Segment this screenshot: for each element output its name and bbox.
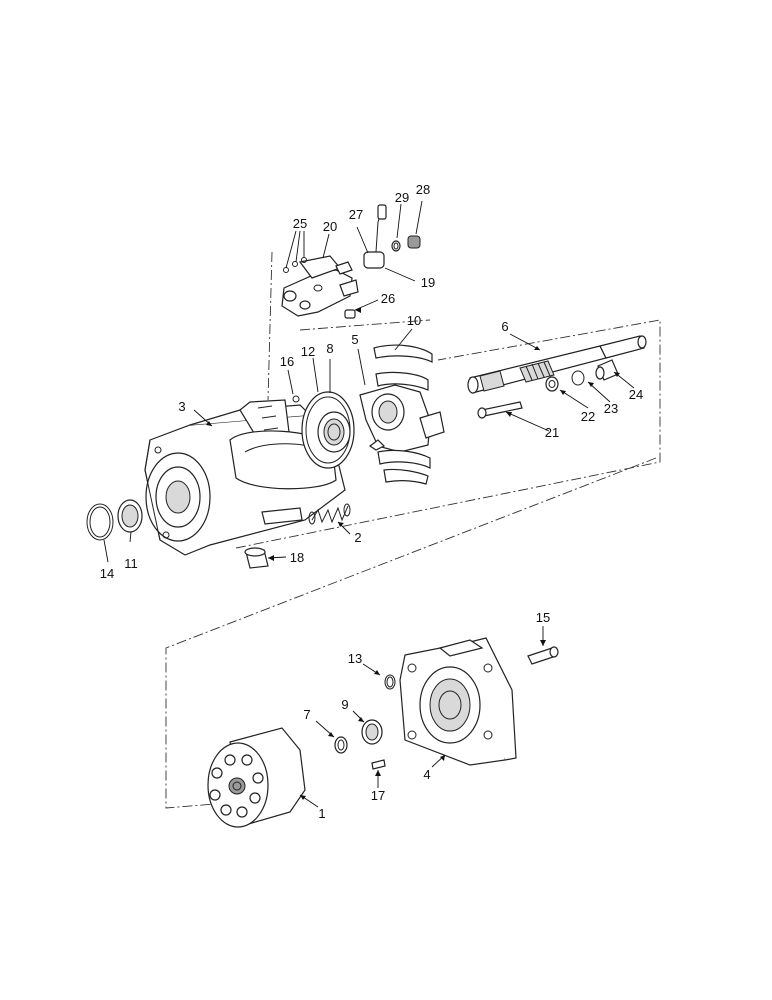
callout-6: 6 — [501, 319, 508, 334]
callout-26: 26 — [381, 291, 395, 306]
callout-20: 20 — [323, 219, 337, 234]
callout-27: 27 — [349, 207, 363, 222]
cradle-bearings — [373, 344, 433, 485]
callout-1: 1 — [318, 806, 325, 821]
callout-labels: 1 2 3 4 5 6 7 8 9 10 11 12 13 14 15 16 1… — [100, 182, 643, 821]
callout-16: 16 — [280, 354, 294, 369]
sensor-assembly — [363, 204, 421, 269]
dowel-pin — [371, 759, 386, 770]
callout-2: 2 — [354, 530, 361, 545]
bearing-9 — [334, 719, 383, 754]
seal-plate — [301, 391, 355, 469]
callout-18: 18 — [290, 550, 304, 565]
callout-4: 4 — [423, 767, 430, 782]
swash-plate — [359, 384, 445, 453]
callout-13: 13 — [348, 651, 362, 666]
callout-5: 5 — [351, 332, 358, 347]
callout-23: 23 — [604, 401, 618, 416]
callout-10: 10 — [407, 313, 421, 328]
callout-29: 29 — [395, 190, 409, 205]
spring — [308, 503, 351, 525]
callout-12: 12 — [301, 344, 315, 359]
callout-7: 7 — [303, 707, 310, 722]
plug-seals — [545, 359, 619, 392]
callout-8: 8 — [326, 341, 333, 356]
bolt-21 — [477, 401, 523, 419]
callout-28: 28 — [416, 182, 430, 197]
control-valve — [281, 255, 359, 317]
oring-13 — [384, 674, 396, 690]
callout-14: 14 — [100, 566, 114, 581]
callout-3: 3 — [178, 399, 185, 414]
callout-17: 17 — [371, 788, 385, 803]
cylinder-block — [207, 727, 306, 828]
callout-15: 15 — [536, 610, 550, 625]
drive-shaft — [467, 335, 647, 394]
leader-arrowheads — [206, 307, 620, 800]
callout-22: 22 — [581, 409, 595, 424]
plug-18 — [244, 547, 269, 569]
retaining-ring — [86, 499, 143, 541]
callout-21: 21 — [545, 425, 559, 440]
pump-housing — [144, 399, 346, 556]
callout-25: 25 — [293, 216, 307, 231]
callout-11: 11 — [124, 556, 138, 571]
bolt-15 — [527, 646, 559, 665]
callout-19: 19 — [421, 275, 435, 290]
callout-24: 24 — [629, 387, 643, 402]
callout-9: 9 — [341, 697, 348, 712]
end-plate — [399, 637, 517, 766]
